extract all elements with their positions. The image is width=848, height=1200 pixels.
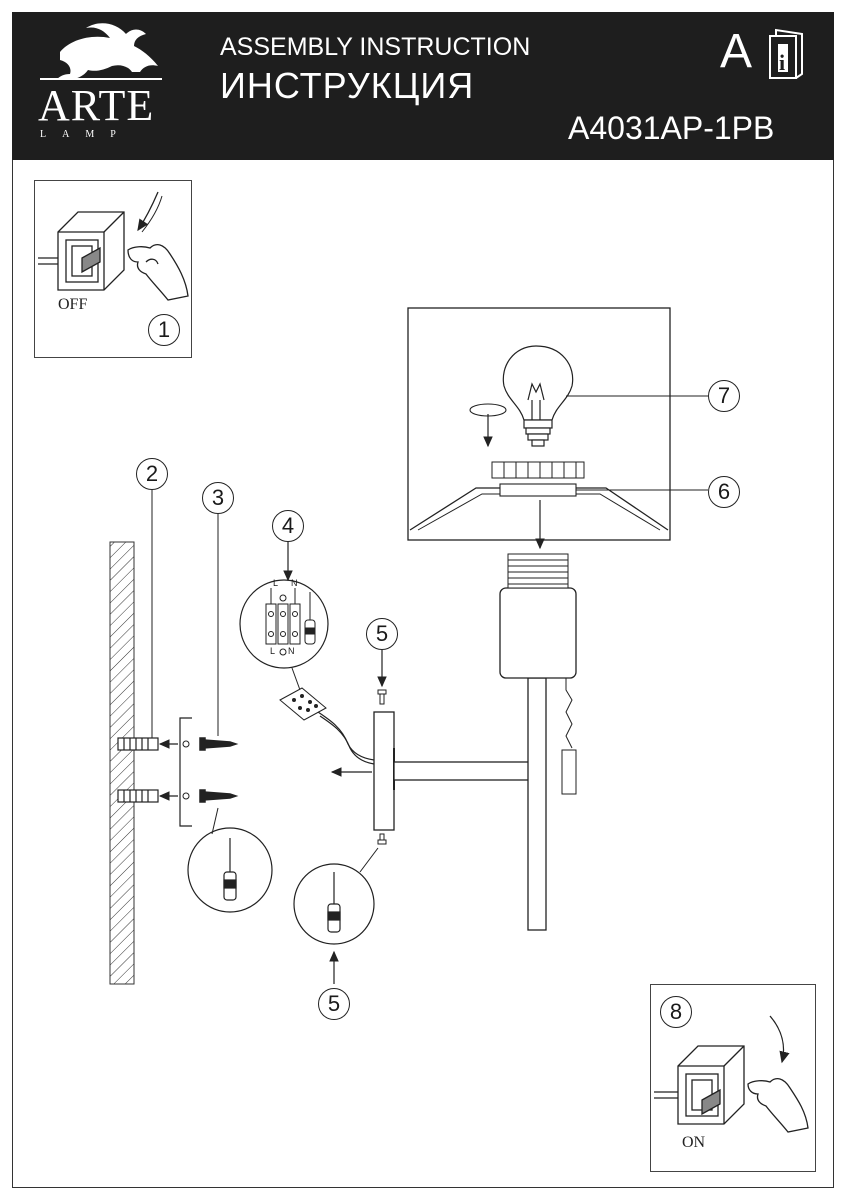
- hand-icon: [747, 1077, 809, 1133]
- info-book-icon: i: [769, 28, 803, 79]
- griffin-logo-icon: [40, 23, 162, 80]
- header-bar: [12, 12, 834, 160]
- step-number-5-bottom: 5: [318, 988, 350, 1020]
- terminal-n-bottom: N: [288, 646, 295, 656]
- step-number-4: 4: [272, 510, 304, 542]
- off-label: OFF: [58, 296, 88, 313]
- svg-text:i: i: [779, 50, 785, 75]
- title-russian: ИНСТРУКЦИЯ: [220, 65, 475, 106]
- socket-thread: [507, 553, 569, 589]
- brand-name: ARTE: [38, 81, 155, 130]
- pull-chain: [561, 678, 577, 795]
- terminal-l-top: L: [273, 578, 279, 588]
- step-number-1: 1: [148, 314, 180, 346]
- switch-icon: [654, 1045, 745, 1125]
- screwdriver-icon: [223, 838, 237, 901]
- wall: [109, 541, 135, 985]
- switch-icon: [38, 211, 125, 291]
- ring-nut: [491, 461, 585, 479]
- step-number-3: 3: [202, 482, 234, 514]
- terminal-l-bottom: L: [270, 646, 276, 656]
- hand-icon: [127, 243, 189, 301]
- model-number: A4031AP-1PB: [568, 110, 775, 146]
- step-number-7: 7: [708, 380, 740, 412]
- terminal-block: [265, 588, 301, 656]
- step-number-5-top: 5: [366, 618, 398, 650]
- brand-subtitle: LAMP: [40, 129, 132, 140]
- screwdriver-icon: [327, 872, 341, 933]
- step-number-6: 6: [708, 476, 740, 508]
- title-english: ASSEMBLY INSTRUCTION: [220, 33, 531, 61]
- step-number-2: 2: [136, 458, 168, 490]
- language-letter: A: [720, 25, 753, 78]
- wall-plate: [373, 711, 395, 831]
- step-number-8: 8: [660, 996, 692, 1028]
- lamp-stem: [527, 677, 547, 931]
- on-label: ON: [682, 1134, 706, 1151]
- wall-anchors: [117, 737, 159, 803]
- terminal-n-top: N: [291, 578, 298, 588]
- screwdriver-icon: [304, 592, 316, 645]
- bulb-icon: [502, 345, 574, 447]
- lamp-arm: [393, 761, 531, 781]
- socket-housing: [499, 587, 577, 679]
- screws: [199, 737, 239, 803]
